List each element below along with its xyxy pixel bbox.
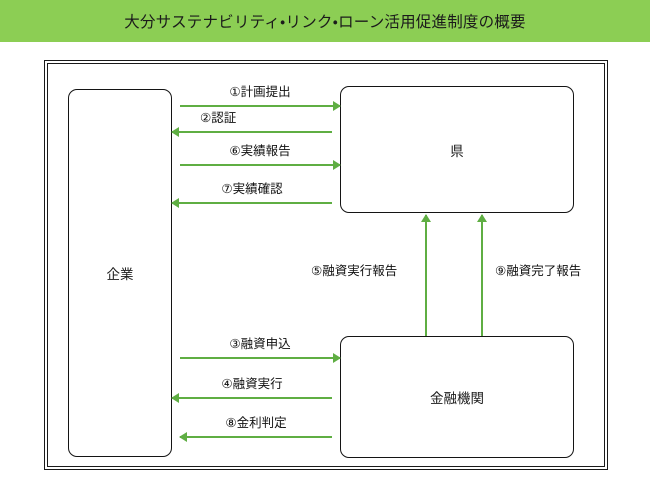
flow-label-7: ⑦実績確認 bbox=[221, 182, 283, 196]
arrow-shaft bbox=[481, 215, 483, 336]
entity-label-bank: 金融機関 bbox=[430, 391, 484, 406]
flow-arrow-3: ③融資申込 bbox=[180, 337, 341, 367]
arrow-shaft bbox=[180, 436, 332, 438]
flow-arrow-9 bbox=[473, 214, 491, 336]
flow-arrow-4: ④融資実行 bbox=[171, 377, 332, 407]
page-title: 大分サステナビリティ・リンク・ローン活用促進制度の概要 bbox=[124, 14, 526, 31]
arrow-shaft bbox=[180, 164, 340, 166]
flow-label-6: ⑥実績報告 bbox=[229, 144, 291, 158]
arrow-shaft bbox=[425, 215, 427, 336]
flow-label-4: ④融資実行 bbox=[221, 377, 283, 391]
entity-box-company: 企業 bbox=[68, 89, 172, 457]
arrowhead-right-icon bbox=[333, 353, 341, 363]
arrowhead-left-icon bbox=[171, 393, 179, 403]
flow-label-9: ⑨融資完了報告 bbox=[495, 264, 582, 278]
entity-box-prefecture: 県 bbox=[340, 86, 574, 213]
entity-label-prefecture: 県 bbox=[450, 143, 464, 159]
arrow-shaft bbox=[172, 202, 332, 204]
flow-arrow-1: ①計画提出 bbox=[180, 85, 341, 115]
arrowhead-left-icon bbox=[171, 198, 179, 208]
flow-arrow-7: ⑦実績確認 bbox=[171, 182, 332, 212]
arrowhead-up-icon bbox=[421, 214, 431, 222]
flow-arrow-8: ⑧金利判定 bbox=[179, 416, 332, 446]
diagram-canvas: 企業 県 金融機関 ①計画提出 ②認証 ⑥実績報告 ⑦実績確認 ③融資申込 ④融… bbox=[0, 42, 650, 487]
flow-label-1: ①計画提出 bbox=[229, 85, 291, 99]
arrowhead-right-icon bbox=[333, 160, 341, 170]
arrowhead-left-icon bbox=[171, 127, 179, 137]
arrow-shaft bbox=[180, 105, 340, 107]
flow-label-3: ③融資申込 bbox=[229, 337, 291, 351]
diagram-outer-frame bbox=[44, 60, 608, 470]
arrowhead-right-icon bbox=[333, 101, 341, 111]
arrowhead-up-icon bbox=[477, 214, 487, 222]
arrow-shaft bbox=[180, 357, 340, 359]
entity-box-bank: 金融機関 bbox=[340, 336, 574, 458]
arrow-shaft bbox=[172, 397, 332, 399]
flow-label-2: ②認証 bbox=[200, 111, 237, 125]
entity-label-company: 企業 bbox=[106, 267, 134, 282]
arrow-shaft bbox=[172, 131, 332, 133]
flow-label-8: ⑧金利判定 bbox=[225, 416, 287, 430]
title-banner: 大分サステナビリティ・リンク・ローン活用促進制度の概要 bbox=[0, 0, 650, 42]
flow-arrow-5 bbox=[417, 214, 435, 336]
flow-arrow-6: ⑥実績報告 bbox=[180, 144, 341, 174]
flow-label-5: ⑤融資実行報告 bbox=[311, 264, 398, 278]
flow-arrow-2: ②認証 bbox=[171, 111, 332, 141]
diagram-inner-frame bbox=[47, 63, 605, 467]
arrowhead-left-icon bbox=[179, 432, 187, 442]
